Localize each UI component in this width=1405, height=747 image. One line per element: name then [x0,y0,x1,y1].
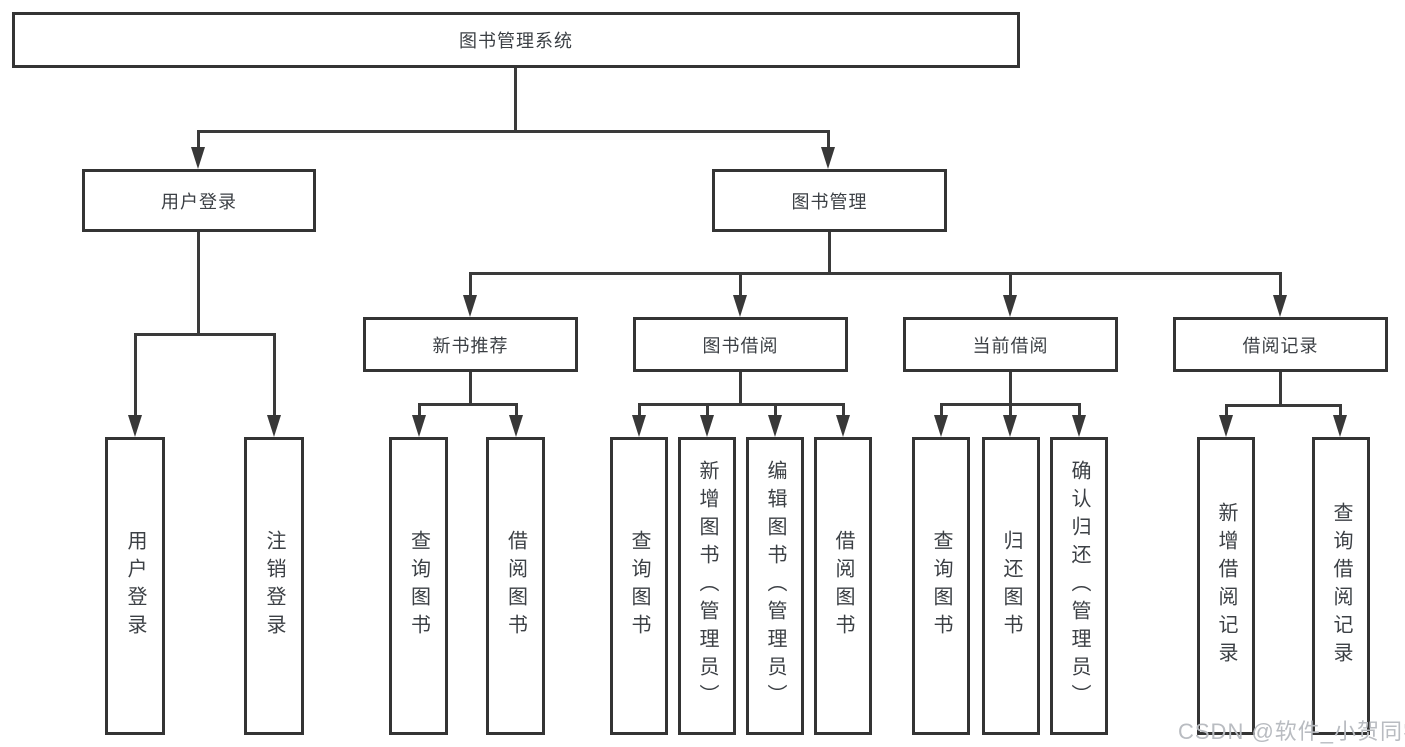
arrow-down-icon [412,415,426,437]
node-borrowing-records-label: 借阅记录 [1242,335,1319,356]
connector-line [1009,372,1012,405]
leaf-query-books-3: 查询图书 [912,437,970,735]
arrow-down-icon [1003,415,1017,437]
csdn-watermark: CSDN @软件_小贺同学 [1178,719,1405,744]
connector-line [1009,272,1012,297]
connector-line [739,272,742,297]
arrow-down-icon [768,415,782,437]
arrow-down-icon [1219,415,1233,437]
leaf-user-login-label: 用户登录 [124,530,146,642]
leaf-query-books-1: 查询图书 [389,437,448,735]
arrow-down-icon [463,295,477,317]
arrow-down-icon [700,415,714,437]
arrow-down-icon [1273,295,1287,317]
leaf-query-books-2: 查询图书 [610,437,668,735]
leaf-borrow-books-2-label: 借阅图书 [832,530,854,642]
leaf-borrow-books-1-label: 借阅图书 [504,530,527,642]
node-root-label: 图书管理系统 [459,31,573,51]
connector-line [1339,404,1342,417]
leaf-query-books-3-label: 查询图书 [930,530,952,642]
node-user-login-label: 用户登录 [161,191,237,212]
connector-line [940,403,943,417]
connector-line [739,372,742,405]
leaf-borrow-books-2: 借阅图书 [814,437,872,735]
arrow-down-icon [191,147,205,169]
leaf-edit-books-admin-label: 编辑图书（管理员） [764,460,786,712]
leaf-confirm-return-admin: 确认归还（管理员） [1050,437,1108,735]
connector-line [273,333,276,417]
connector-line [514,68,517,130]
arrow-down-icon [267,415,281,437]
arrow-down-icon [1072,415,1086,437]
leaf-add-borrow-record-label: 新增借阅记录 [1215,502,1237,670]
leaf-logout-label: 注销登录 [263,530,285,642]
connector-line [515,403,518,417]
leaf-return-books-label: 归还图书 [1000,530,1022,642]
arrow-down-icon [128,415,142,437]
arrow-down-icon [934,415,948,437]
connector-line [469,272,472,297]
arrow-down-icon [836,415,850,437]
connector-line [469,272,1282,275]
connector-line [197,232,200,336]
leaf-query-books-2-label: 查询图书 [628,530,650,642]
node-book-management: 图书管理 [712,169,947,232]
node-current-borrowing: 当前借阅 [903,317,1118,372]
leaf-add-borrow-record: 新增借阅记录 [1197,437,1255,735]
leaf-query-borrow-record: 查询借阅记录 [1312,437,1370,735]
connector-line [638,403,844,406]
connector-line [134,333,137,417]
leaf-logout: 注销登录 [244,437,304,735]
node-new-book-recommend-label: 新书推荐 [432,335,509,356]
connector-line [842,403,845,417]
connector-line [706,403,709,417]
leaf-edit-books-admin: 编辑图书（管理员） [746,437,804,735]
node-book-management-label: 图书管理 [791,191,868,212]
node-book-borrowing-label: 图书借阅 [702,335,779,356]
connector-line [638,403,641,417]
connector-line [469,372,472,405]
arrow-down-icon [1003,295,1017,317]
connector-line [134,333,276,336]
arrow-down-icon [821,147,835,169]
arrow-down-icon [1333,415,1347,437]
node-root: 图书管理系统 [12,12,1020,68]
connector-line [418,403,518,406]
leaf-query-borrow-record-label: 查询借阅记录 [1330,502,1352,670]
connector-line [1078,403,1081,417]
arrow-down-icon [509,415,523,437]
connector-line [774,403,777,417]
leaf-return-books: 归还图书 [982,437,1040,735]
connector-line [197,130,830,133]
arrow-down-icon [733,295,747,317]
connector-line [197,130,200,149]
leaf-confirm-return-admin-label: 确认归还（管理员） [1068,460,1090,712]
leaf-borrow-books-1: 借阅图书 [486,437,545,735]
connector-line [1225,404,1341,407]
arrow-down-icon [632,415,646,437]
connector-line [1279,272,1282,297]
node-current-borrowing-label: 当前借阅 [972,335,1049,356]
leaf-user-login: 用户登录 [105,437,165,735]
connector-line [418,403,421,417]
leaf-add-books-admin-label: 新增图书（管理员） [696,460,718,712]
node-user-login: 用户登录 [82,169,316,232]
leaf-add-books-admin: 新增图书（管理员） [678,437,736,735]
connector-line [1225,404,1228,417]
connector-line [828,232,831,275]
connector-line [827,130,830,149]
leaf-query-books-1-label: 查询图书 [407,530,430,642]
node-new-book-recommend: 新书推荐 [363,317,578,372]
connector-line [1279,372,1282,406]
node-book-borrowing: 图书借阅 [633,317,848,372]
node-borrowing-records: 借阅记录 [1173,317,1388,372]
connector-line [1009,403,1012,417]
